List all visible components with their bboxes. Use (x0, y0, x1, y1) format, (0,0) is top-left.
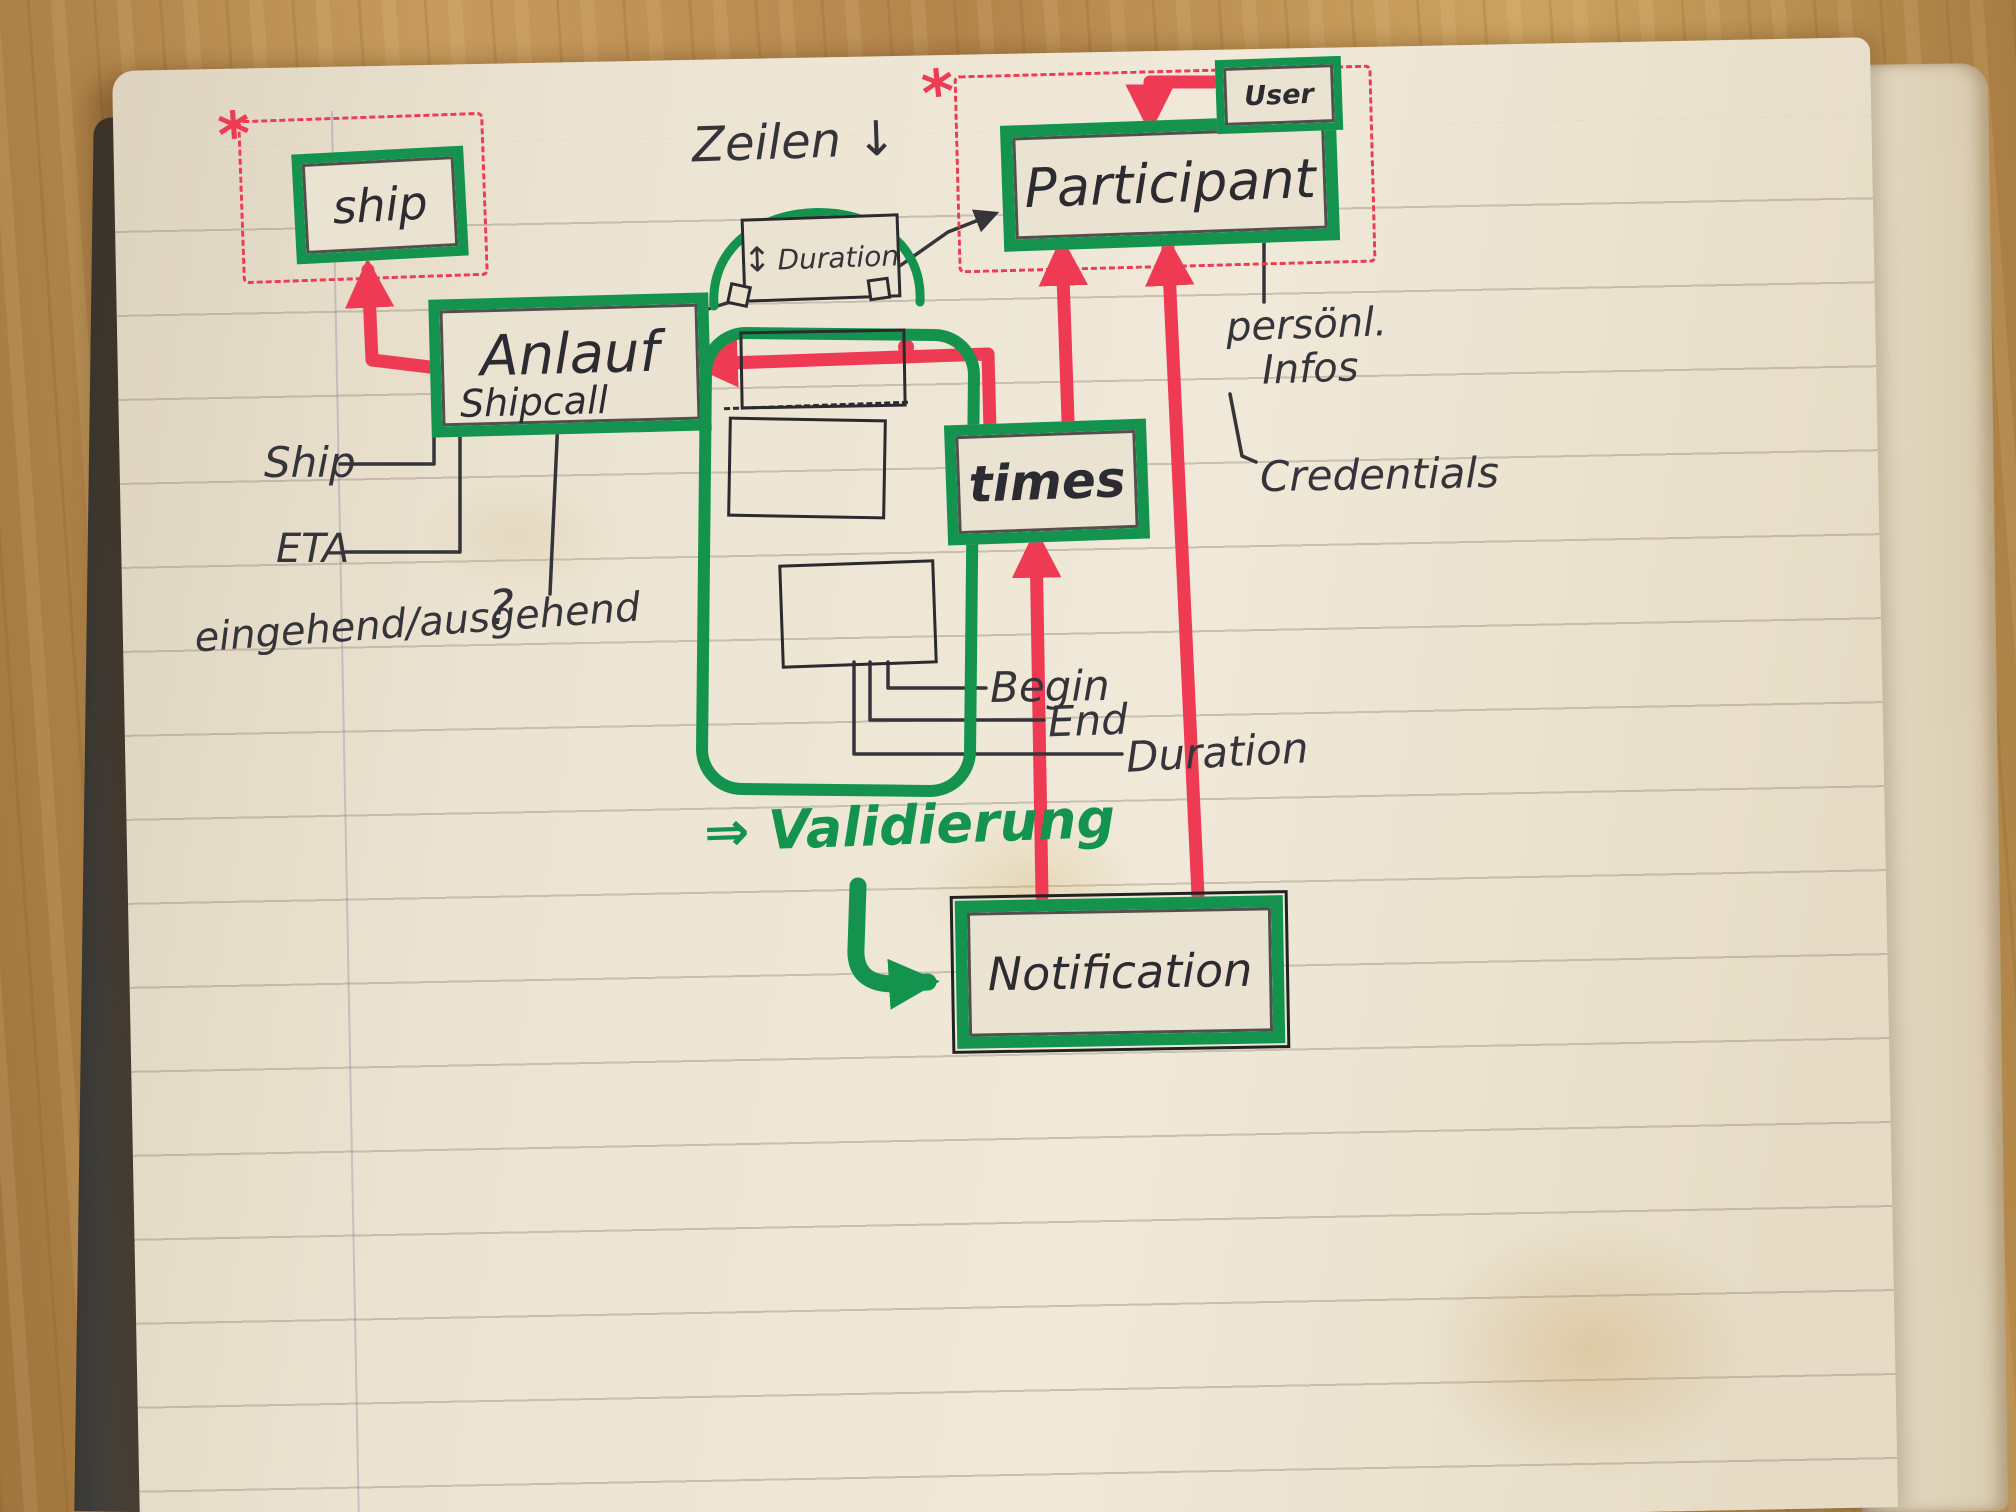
row-sketch-box (739, 328, 907, 410)
label-credentials: Credentials (1259, 447, 1500, 502)
node-times: times (943, 418, 1151, 546)
connector-handle (866, 276, 892, 302)
asterisk-right: * (918, 54, 959, 131)
label-question-mark: ? (488, 580, 514, 636)
row-sketch-box (778, 559, 938, 669)
node-notification-label: Notification (987, 942, 1253, 1002)
node-duration-label: Duration (776, 238, 900, 277)
label-duration-attr: Duration (1124, 723, 1310, 782)
node-user-label: User (1243, 78, 1315, 112)
resize-vertical-icon: ↕ (742, 239, 773, 281)
row-sketch-box (727, 416, 887, 520)
node-participant: Participant (999, 114, 1341, 252)
label-inout-attr: eingehend/ausgehend (192, 584, 642, 662)
node-ship: ship (291, 145, 469, 265)
label-validierung: ⇒ Validierung (703, 786, 1117, 865)
node-notification: Notification (949, 889, 1291, 1055)
node-participant-label: Participant (1023, 146, 1317, 220)
label-end-attr: End (1047, 694, 1129, 747)
node-ship-label: ship (331, 175, 429, 235)
label-eta-attr: ETA (276, 526, 350, 572)
connector-handle (725, 281, 753, 309)
node-anlauf: Anlauf Shipcall (428, 292, 712, 438)
label-zeilen: Zeilen ↓ (691, 110, 898, 174)
node-anlauf-sublabel: Shipcall (459, 378, 609, 426)
label-ship-attr: Ship (264, 438, 356, 487)
node-times-label: times (967, 450, 1127, 514)
node-user: User (1214, 55, 1344, 135)
label-personal-infos-line2: Infos (1261, 344, 1360, 394)
page-stain (1420, 1220, 1760, 1480)
label-personal-infos-line1: persönl. (1225, 299, 1388, 351)
